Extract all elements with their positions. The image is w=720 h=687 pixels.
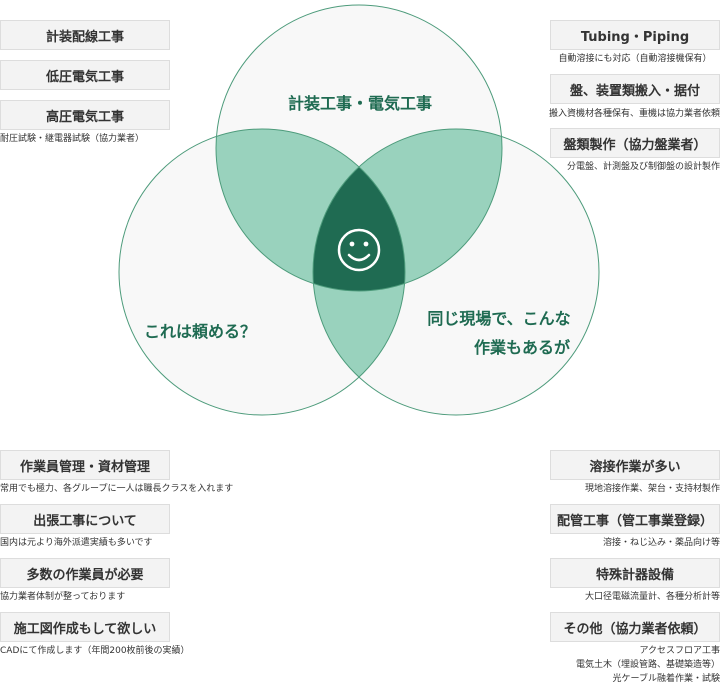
item-label: 盤、装置類搬入・据付 <box>569 83 700 99</box>
overlap-center <box>313 129 405 291</box>
venn-left-label: これは頼める？ <box>144 322 256 341</box>
item-note: 耐圧試験・継電器試験（協力業者） <box>0 134 145 144</box>
item-note: 大口径電磁流量計、各種分析計等 <box>584 592 720 602</box>
item-note: 分電盤、計測盤及び制御盤の設計製作 <box>566 162 720 172</box>
item-note: 常用でも極力、各グループに一人は職長クラスを入れます <box>0 484 234 494</box>
item-note: 搬入資機材各種保有、重機は協力業者依頼 <box>548 109 720 119</box>
item-label: 溶接作業が多い <box>589 459 681 475</box>
item-piping-work: 配管工事（管工事業登録） <box>550 504 720 534</box>
item-note-line: 光ケーブル融着作業・試験 <box>612 674 720 684</box>
item-note: 国内は元より海外派遣実績も多いです <box>0 538 153 548</box>
item-welding: 溶接作業が多い <box>550 450 720 480</box>
item-others: その他（協力業者依頼） <box>550 612 720 642</box>
item-panel-manufacturing: 盤類製作（協力盤業者） <box>550 128 720 158</box>
item-high-voltage: 高圧電気工事 <box>0 100 170 130</box>
venn-top-label: 計装工事・電気工事 <box>288 94 432 113</box>
item-note: 協力業者体制が整っております <box>0 592 126 602</box>
circle-top-outline <box>215 4 503 292</box>
item-label: 出張工事について <box>33 513 137 529</box>
item-tubing-piping: Tubing・Piping <box>550 20 720 50</box>
item-label: 配管工事（管工事業登録） <box>556 513 713 529</box>
venn-right-label-line1: 同じ現場で、こんな <box>427 309 570 328</box>
circle-right-outline <box>312 128 600 416</box>
item-label: 高圧電気工事 <box>45 109 124 125</box>
item-construction-drawings: 施工図作成もして欲しい <box>0 612 170 642</box>
item-special-instruments: 特殊計器設備 <box>550 558 720 588</box>
item-note: 現地溶接作業、架台・支持材製作 <box>584 484 720 494</box>
item-label: 特殊計器設備 <box>595 567 674 583</box>
item-label: 盤類製作（協力盤業者） <box>563 137 707 153</box>
item-label: 施工図作成もして欲しい <box>13 621 157 637</box>
venn-right-label-line2: 作業もあるが <box>474 338 570 357</box>
item-label: 作業員管理・資材管理 <box>19 459 150 475</box>
item-note: 自動溶接にも対応（自動溶接機保有） <box>558 54 712 64</box>
item-label: 低圧電気工事 <box>45 69 124 85</box>
item-panel-installation: 盤、装置類搬入・据付 <box>550 74 720 104</box>
item-low-voltage: 低圧電気工事 <box>0 60 170 90</box>
item-note-line: 電気土木（埋設管路、基礎築造等） <box>575 660 720 670</box>
item-many-workers: 多数の作業員が必要 <box>0 558 170 588</box>
item-business-trips: 出張工事について <box>0 504 170 534</box>
item-note: CADにて作成します（年間200枚前後の実績） <box>0 646 190 656</box>
item-label: 多数の作業員が必要 <box>26 567 144 583</box>
item-note-line: アクセスフロア工事 <box>639 646 720 656</box>
circle-left-outline <box>118 128 406 416</box>
smiley-face-icon <box>337 228 381 272</box>
item-note: 溶接・ねじ込み・薬品向け等 <box>602 538 720 548</box>
item-instrument-wiring: 計装配線工事 <box>0 20 170 50</box>
item-label: その他（協力業者依頼） <box>563 621 707 637</box>
item-worker-management: 作業員管理・資材管理 <box>0 450 170 480</box>
item-label: 計装配線工事 <box>45 29 124 45</box>
item-label: Tubing・Piping <box>580 29 690 45</box>
